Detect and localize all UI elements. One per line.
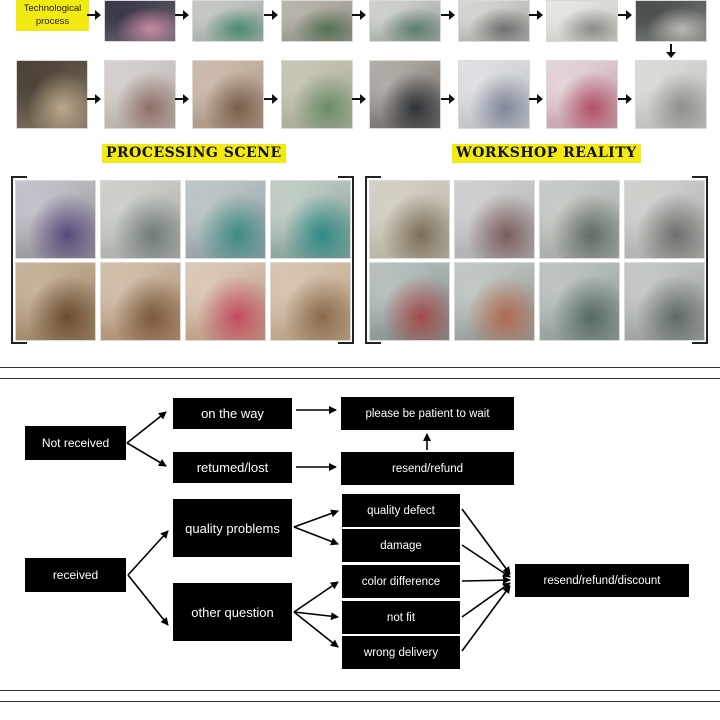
process-arrow-down [666, 44, 676, 58]
process-photo-13 [458, 60, 530, 129]
process-photo-12 [369, 60, 441, 129]
color-difference-box: color difference [342, 565, 460, 598]
arrow-received-to-quality [127, 530, 169, 576]
on-the-way-box: on the way [173, 398, 292, 429]
arrow-wrong-to-final [461, 585, 511, 652]
arrow-other-to-notfit [293, 611, 339, 621]
process-photo-3 [281, 0, 353, 42]
wrong-delivery-box: wrong delivery [342, 636, 460, 669]
workshop-photo-5 [369, 262, 450, 341]
arrow-quality-to-damage [293, 526, 339, 546]
process-arrow-r2-7 [618, 94, 632, 104]
processing-scene-title: PROCESSING SCENE [102, 144, 286, 163]
arrow-received-to-other [127, 574, 169, 626]
process-photo-4 [369, 0, 441, 42]
workshop-photo-3 [539, 180, 620, 259]
process-photo-11 [281, 60, 353, 129]
arrow-damage-to-final [461, 544, 511, 578]
arrow-notfit-to-final [461, 582, 511, 618]
process-arrow-r1-7 [618, 10, 632, 20]
arrow-not-received-to-returned [126, 442, 167, 467]
process-arrow-r1-4 [352, 10, 366, 20]
quality-defect-box: quality defect [342, 494, 460, 527]
processing-photo-1 [15, 180, 96, 259]
workshop-photo-6 [454, 262, 535, 341]
please-wait-box: please be patient to wait [341, 397, 514, 430]
process-photo-15 [635, 60, 707, 129]
process-photo-2 [192, 0, 264, 42]
process-arrow-r2-1 [87, 94, 101, 104]
process-arrow-r1-3 [264, 10, 278, 20]
not-received-box: Not received [25, 426, 126, 460]
process-arrow-r2-6 [529, 94, 543, 104]
process-arrow-r1-2 [175, 10, 189, 20]
divider-bottom-2 [0, 701, 720, 702]
processing-photo-5 [15, 262, 96, 341]
resend-refund-discount-box: resend/refund/discount [515, 564, 689, 597]
divider-bottom-1 [0, 690, 720, 691]
returned-lost-box: retumed/lost [173, 452, 292, 483]
divider-top-2 [0, 378, 720, 379]
processing-photo-8 [270, 262, 351, 341]
quality-problems-box: quality problems [173, 499, 292, 557]
workshop-photo-2 [454, 180, 535, 259]
process-photo-7 [635, 0, 707, 42]
process-photo-6 [546, 0, 618, 42]
workshop-photo-8 [624, 262, 705, 341]
processing-photo-6 [100, 262, 181, 341]
arrow-defect-to-final [461, 508, 511, 575]
label-line-2: process [35, 16, 70, 27]
processing-gallery-frame [11, 175, 354, 345]
processing-photo-2 [100, 180, 181, 259]
processing-photo-4 [270, 180, 351, 259]
divider-top-1 [0, 367, 720, 368]
arrow-other-to-color [293, 581, 339, 613]
process-arrow-r2-2 [175, 94, 189, 104]
workshop-gallery-frame [365, 175, 708, 345]
processing-photo-3 [185, 180, 266, 259]
process-photo-8 [16, 60, 88, 129]
arrow-color-to-final [461, 576, 511, 585]
processing-photo-7 [185, 262, 266, 341]
arrow-not-received-to-on-the-way [126, 411, 167, 444]
process-photo-5 [458, 0, 530, 42]
received-box: received [25, 558, 126, 592]
process-photo-9 [104, 60, 176, 129]
other-question-box: other question [173, 583, 292, 641]
process-arrow-r1-5 [441, 10, 455, 20]
workshop-photo-4 [624, 180, 705, 259]
process-arrow-r2-4 [352, 94, 366, 104]
arrow-other-to-wrong [293, 611, 339, 648]
workshop-photo-1 [369, 180, 450, 259]
workshop-photo-7 [539, 262, 620, 341]
not-fit-box: not fit [342, 601, 460, 634]
technological-process-label: Technological process [16, 0, 89, 31]
process-arrow-r1-1 [87, 10, 101, 20]
process-arrow-r2-3 [264, 94, 278, 104]
damage-box: damage [342, 529, 460, 562]
process-photo-10 [192, 60, 264, 129]
process-photo-1 [104, 0, 176, 42]
process-arrow-r1-6 [529, 10, 543, 20]
arrow-quality-to-defect [293, 509, 339, 528]
resend-refund-box: resend/refund [341, 452, 514, 485]
label-line-1: Technological [23, 3, 82, 14]
workshop-reality-title: WORKSHOP REALITY [452, 144, 641, 163]
process-photo-14 [546, 60, 618, 129]
process-arrow-r2-5 [441, 94, 455, 104]
